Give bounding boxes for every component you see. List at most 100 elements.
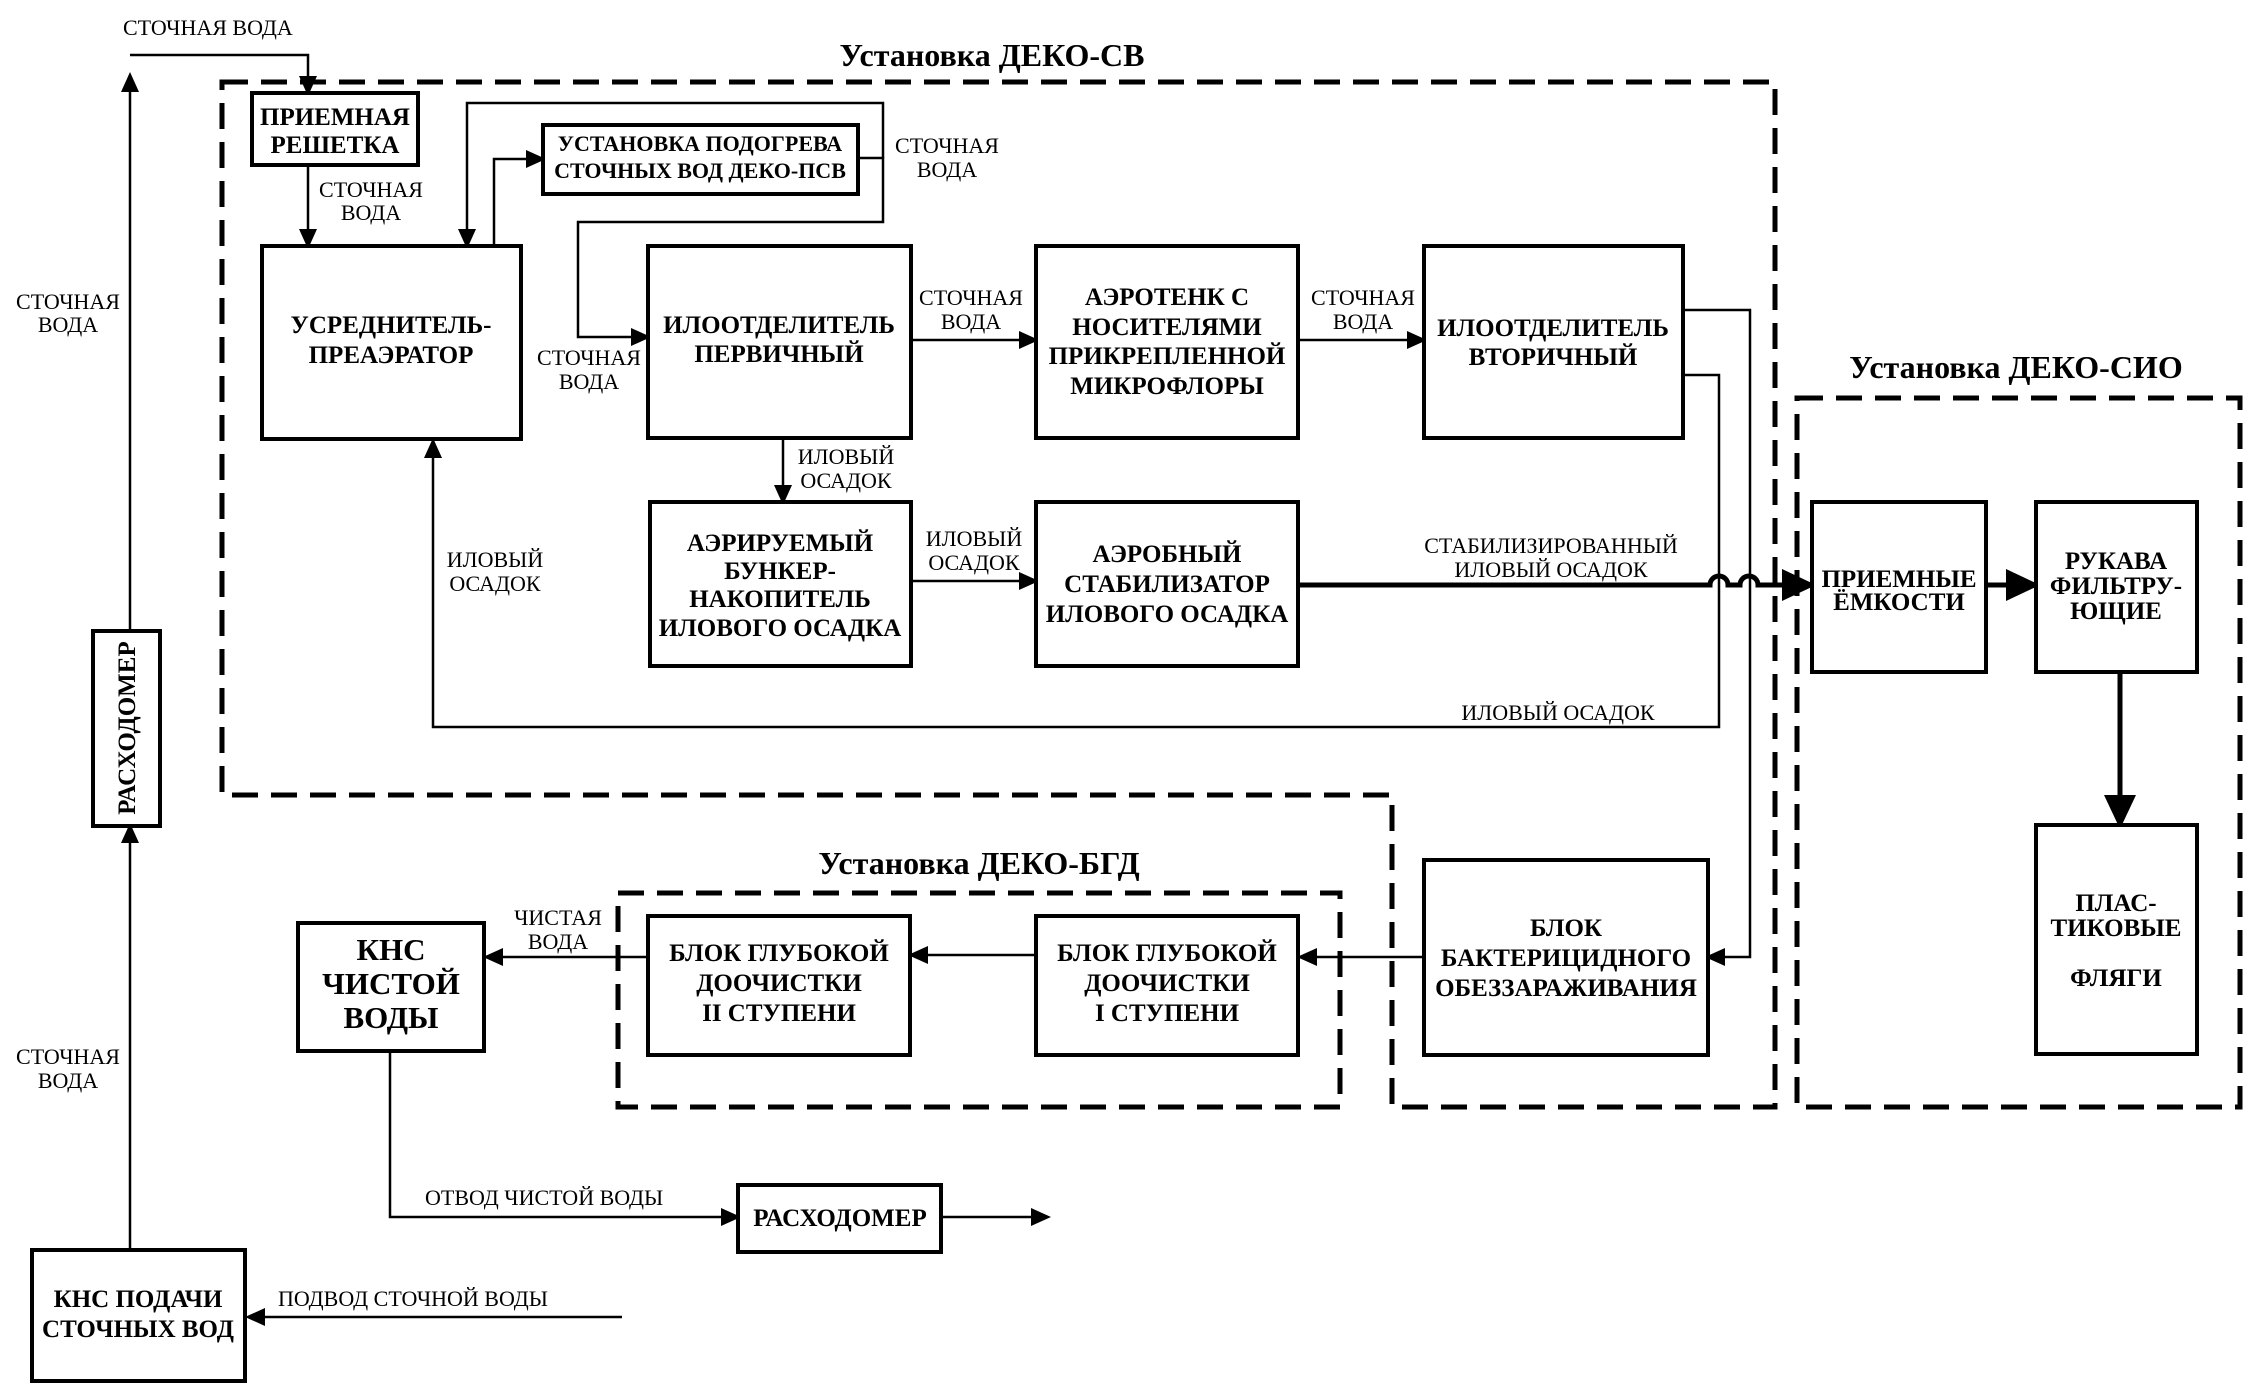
stabilizator-line1: АЭРОБНЫЙ — [1093, 540, 1242, 568]
label-sv-ilo1-aero-1: СТОЧНАЯ — [919, 285, 1023, 310]
kns-chistoy-line1: КНС — [357, 932, 426, 967]
block-kns-chistoy: КНС ЧИСТОЙ ВОДЫ — [296, 921, 486, 1053]
usrednitel-to-podogrev-line — [492, 150, 546, 246]
priemnaya-reshetka-line1: ПРИЕМНАЯ — [260, 104, 410, 131]
block-usrednitel: УСРЕДНИТЕЛЬ- ПРЕАЭРАТОР — [260, 244, 523, 441]
block-doochistka-2: БЛОК ГЛУБОКОЙ ДООЧИСТКИ II СТУПЕНИ — [646, 914, 912, 1057]
doochistka-1-line3: I СТУПЕНИ — [1095, 1000, 1240, 1027]
label-sv-left-upper-2: ВОДА — [38, 312, 98, 337]
raskhodomer-out-label: РАСХОДОМЕР — [753, 1205, 926, 1232]
obezzarazhivanie-line1: БЛОК — [1530, 915, 1602, 942]
label-io-ilo1-2: ОСАДОК — [800, 468, 892, 493]
deko-bgd-title: Установка ДЕКО-БГД — [818, 845, 1139, 881]
deko-sio-boundary — [1794, 395, 2243, 1110]
label-podvod: ПОДВОД СТОЧНОЙ ВОДЫ — [278, 1286, 548, 1311]
doochistka-2-line1: БЛОК ГЛУБОКОЙ — [669, 939, 889, 967]
stabilizator-line2: СТАБИЛИЗАТОР — [1064, 571, 1270, 598]
priemnaya-reshetka-line2: РЕШЕТКА — [271, 132, 400, 159]
top-to-reshetka-line — [130, 53, 317, 96]
block-flyagi: ПЛАС- ТИКОВЫЕ ФЛЯГИ — [2034, 823, 2199, 1056]
podogrev-to-ilo1-line — [576, 156, 885, 346]
bunker-line3: НАКОПИТЕЛЬ — [689, 586, 871, 613]
podogrev-line1: УСТАНОВКА ПОДОГРЕВА — [558, 131, 843, 156]
doochistka-2-line2: ДООЧИСТКИ — [696, 970, 862, 997]
obezzarazhivanie-line2: БАКТЕРИЦИДНОГО — [1441, 945, 1691, 972]
kns-chistoy-line2: ЧИСТОЙ — [322, 966, 460, 1001]
usrednitel-line2: ПРЕАЭРАТОР — [309, 342, 474, 369]
label-sv-reshetka-1: СТОЧНАЯ — [319, 177, 423, 202]
label-sv-podogrev-2: ВОДА — [917, 157, 977, 182]
block-raskhodomer-out: РАСХОДОМЕР — [736, 1183, 943, 1254]
label-io-ilo1-1: ИЛОВЫЙ — [798, 444, 895, 469]
aerotenk-line1: АЭРОТЕНК С — [1085, 284, 1249, 311]
ilo2-to-disinfection-line — [1683, 308, 1752, 966]
label-sv-reshetka-2: ВОДА — [341, 200, 401, 225]
ilootdelitel-2-line1: ИЛООТДЕЛИТЕЛЬ — [1437, 315, 1669, 342]
label-otvod: ОТВОД ЧИСТОЙ ВОДЫ — [425, 1185, 663, 1210]
block-ilootdelitel-vtorichny: ИЛООТДЕЛИТЕЛЬ ВТОРИЧНЫЙ — [1422, 244, 1685, 440]
label-io-return-2: ОСАДОК — [449, 571, 541, 596]
block-raskhodomer-vertical: РАСХОДОМЕР — [91, 629, 162, 828]
deko-sio-title: Установка ДЕКО-СИО — [1849, 349, 2182, 385]
ilootdelitel-1-line1: ИЛООТДЕЛИТЕЛЬ — [663, 312, 895, 339]
label-chistaya-voda-1: ЧИСТАЯ — [514, 905, 602, 930]
ilootdelitel-1-line2: ПЕРВИЧНЫЙ — [694, 340, 864, 368]
kns-podachi-line2: СТОЧНЫХ ВОД — [42, 1316, 234, 1343]
flyagi-line4: ФЛЯГИ — [2070, 965, 2162, 992]
block-priemnaya-reshetka: ПРИЕМНАЯ РЕШЕТКА — [250, 91, 420, 167]
block-podogrev: УСТАНОВКА ПОДОГРЕВА СТОЧНЫХ ВОД ДЕКО-ПСВ — [541, 123, 860, 196]
bunker-line1: АЭРИРУЕМЫЙ — [687, 529, 874, 557]
block-stabilizator: АЭРОБНЫЙ СТАБИЛИЗАТОР ИЛОВОГО ОСАДКА — [1034, 500, 1300, 668]
label-sv-aero-ilo2-2: ВОДА — [1333, 309, 1393, 334]
block-rukava: РУКАВА ФИЛЬТРУ- ЮЩИЕ — [2034, 500, 2199, 674]
label-chistaya-voda-2: ВОДА — [528, 929, 588, 954]
label-sv-ilo1-aero-2: ВОДА — [941, 309, 1001, 334]
label-sv-aero-ilo2-1: СТОЧНАЯ — [1311, 285, 1415, 310]
kns-podachi-line1: КНС ПОДАЧИ — [54, 1286, 223, 1313]
rukava-line2: ФИЛЬТРУ- — [2050, 573, 2182, 600]
aerotenk-line2: НОСИТЕЛЯМИ — [1072, 314, 1262, 341]
clean-water-outflow-line — [388, 1051, 741, 1226]
label-sv-podogrev-1: СТОЧНАЯ — [895, 133, 999, 158]
doochistka-2-line3: II СТУПЕНИ — [702, 1000, 856, 1027]
podogrev-line2: СТОЧНЫХ ВОД ДЕКО-ПСВ — [554, 158, 846, 183]
flyagi-line1: ПЛАС- — [2075, 890, 2156, 917]
rukava-line1: РУКАВА — [2065, 548, 2167, 575]
usrednitel-line1: УСРЕДНИТЕЛЬ- — [291, 312, 492, 339]
sludge-return-line — [424, 373, 1721, 729]
block-kns-podachi: КНС ПОДАЧИ СТОЧНЫХ ВОД — [30, 1248, 247, 1383]
label-sv-in-ilo1-2: ВОДА — [559, 369, 619, 394]
aerotenk-line3: ПРИКРЕПЛЕННОЙ — [1049, 342, 1286, 370]
emkosti-line1: ПРИЕМНЫЕ — [1821, 566, 1976, 593]
kns-chistoy-line3: ВОДЫ — [343, 1000, 438, 1035]
label-sv-in-ilo1-1: СТОЧНАЯ — [537, 345, 641, 370]
stabilizator-line3: ИЛОВОГО ОСАДКА — [1046, 601, 1289, 628]
block-bunker: АЭРИРУЕМЫЙ БУНКЕР- НАКОПИТЕЛЬ ИЛОВОГО ОС… — [648, 500, 913, 668]
block-obezzarazhivanie: БЛОК БАКТЕРИЦИДНОГО ОБЕЗЗАРАЖИВАНИЯ — [1422, 858, 1710, 1057]
deko-sv-title: Установка ДЕКО-СВ — [840, 37, 1145, 73]
label-sv-left-lower-2: ВОДА — [38, 1068, 98, 1093]
emkosti-line2: ЁМКОСТИ — [1833, 589, 1965, 616]
block-aerotenk: АЭРОТЕНК С НОСИТЕЛЯМИ ПРИКРЕПЛЕННОЙ МИКР… — [1034, 244, 1300, 440]
flyagi-line2: ТИКОВЫЕ — [2051, 915, 2182, 942]
block-priemnye-emkosti: ПРИЕМНЫЕ ЁМКОСТИ — [1810, 500, 1988, 674]
block-ilootdelitel-pervichny: ИЛООТДЕЛИТЕЛЬ ПЕРВИЧНЫЙ — [646, 244, 913, 440]
podogrev-return-line — [458, 101, 885, 249]
doochistka-1-line1: БЛОК ГЛУБОКОЙ — [1057, 939, 1277, 967]
label-sv-left-lower-1: СТОЧНАЯ — [16, 1044, 120, 1069]
label-io-bunker-2: ОСАДОК — [928, 550, 1020, 575]
aerotenk-line4: МИКРОФЛОРЫ — [1070, 373, 1264, 400]
label-sv-left-upper-1: СТОЧНАЯ — [16, 289, 120, 314]
bunker-line4: ИЛОВОГО ОСАДКА — [659, 615, 902, 642]
rukava-line3: ЮЩИЕ — [2070, 598, 2162, 625]
obezzarazhivanie-line3: ОБЕЗЗАРАЖИВАНИЯ — [1435, 975, 1697, 1002]
block-doochistka-1: БЛОК ГЛУБОКОЙ ДООЧИСТКИ I СТУПЕНИ — [1034, 914, 1300, 1057]
label-stochnaya-voda-top: СТОЧНАЯ ВОДА — [123, 15, 293, 40]
raskhodomer-vertical-label: РАСХОДОМЕР — [114, 641, 141, 814]
stabilizator-to-sio-line — [1298, 569, 1816, 601]
label-io-bunker-1: ИЛОВЫЙ — [926, 526, 1023, 551]
bunker-line2: БУНКЕР- — [724, 558, 836, 585]
label-stabil-2: ИЛОВЫЙ ОСАДОК — [1454, 557, 1647, 582]
ilootdelitel-2-line2: ВТОРИЧНЫЙ — [1469, 343, 1638, 371]
